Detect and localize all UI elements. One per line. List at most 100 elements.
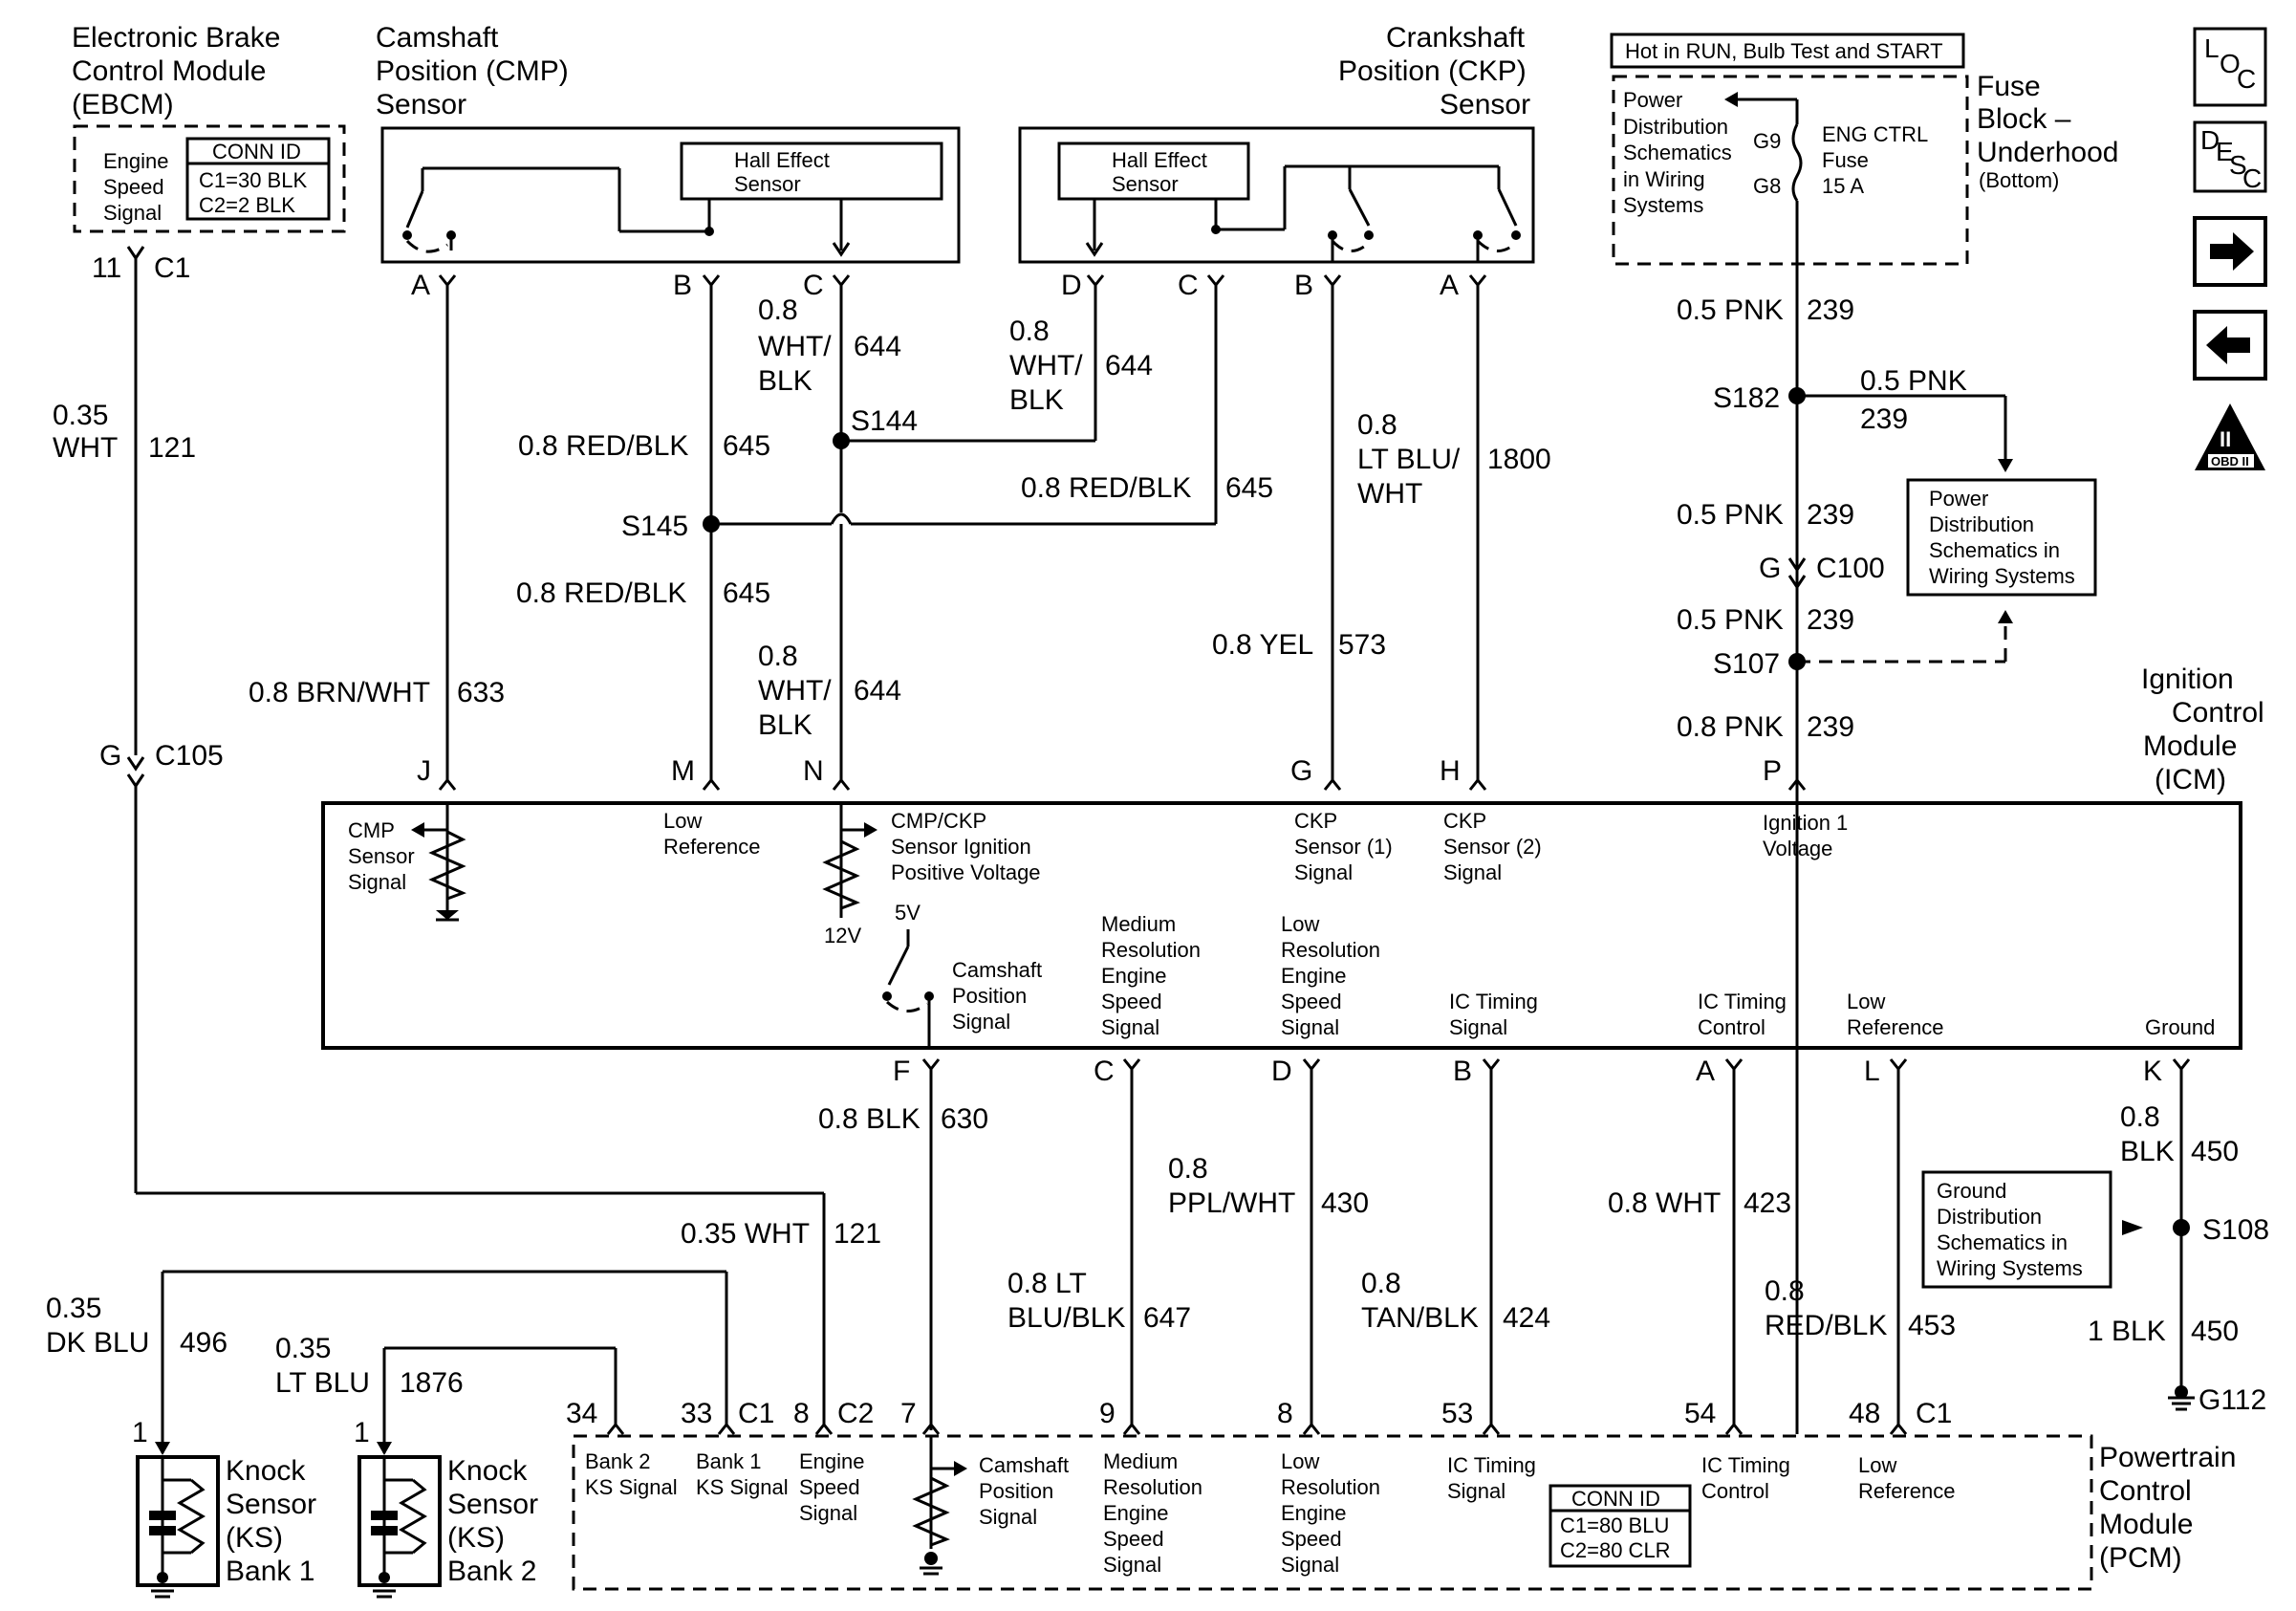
icm-label: CMP	[348, 818, 395, 842]
ground-dist-box: Ground Distribution Schematics in Wiring…	[1921, 1170, 2269, 1416]
cmp-hall-1: Hall Effect	[734, 148, 830, 172]
pcm-label: KS Signal	[696, 1475, 789, 1499]
pcm-label: Resolution	[1281, 1475, 1380, 1499]
icm-label: Low	[1281, 912, 1319, 936]
pcm-label: IC Timing	[1701, 1453, 1790, 1477]
wires-lower	[155, 1058, 2195, 1455]
pcm-module: Powertrain Control Module (PCM) CONN ID …	[572, 1434, 2236, 1591]
pin-label: C1	[154, 252, 190, 284]
wire-label: BLK	[758, 365, 812, 397]
splice-label: S144	[851, 405, 918, 437]
wire-label: 121	[834, 1218, 881, 1250]
pin-label: 33	[681, 1398, 712, 1429]
wire-label: 630	[941, 1103, 988, 1135]
pcm-label: Signal	[799, 1501, 857, 1525]
icm-label: Signal	[952, 1010, 1010, 1034]
pcm-labels: Bank 2 KS Signal Bank 1 KS Signal Engine…	[585, 1449, 1956, 1577]
wire-label: WHT/	[758, 675, 832, 707]
icm-label: CMP/CKP	[891, 809, 986, 833]
fuse-block-title-3: Underhood	[1977, 137, 2118, 168]
wire-label: 239	[1807, 604, 1854, 636]
fuse-block-title-1: Fuse	[1977, 71, 2041, 102]
power-dist-box-3: Schematics in	[1929, 538, 2060, 562]
icm-box	[321, 801, 2242, 1050]
wire-label: BLK	[1009, 384, 1064, 416]
icm-label: IC Timing	[1698, 990, 1787, 1013]
knock-sensor-2-box	[357, 1455, 442, 1587]
knock-sensor-bank2: Knock Sensor (KS) Bank 2	[357, 1455, 538, 1599]
next-arrow-icon[interactable]	[2193, 216, 2267, 287]
wire-label: TAN/BLK	[1361, 1302, 1479, 1334]
desc-icon-s: S	[2229, 150, 2247, 180]
pin-label: D	[1061, 270, 1082, 301]
pin-label: B	[673, 270, 692, 301]
ebcm-conn-id-row2: C2=2 BLK	[199, 193, 295, 217]
obd-ii-icon[interactable]: II OBD II	[2195, 403, 2265, 470]
icm-label: Resolution	[1281, 938, 1380, 962]
pcm-label: Signal	[1103, 1553, 1161, 1577]
splice-label: S182	[1713, 382, 1780, 414]
wire-label: 0.35	[275, 1333, 331, 1364]
ckp-hall-1: Hall Effect	[1112, 148, 1207, 172]
ground-dist-4: Wiring Systems	[1937, 1256, 2083, 1280]
icm-label: Signal	[1449, 1015, 1507, 1039]
pcm-label: Low	[1858, 1453, 1896, 1477]
wire-label: BLU/BLK	[1007, 1302, 1125, 1334]
knock-sensor-bank1: Knock Sensor (KS) Bank 1	[136, 1455, 316, 1599]
icm-label: Reference	[1847, 1015, 1944, 1039]
wire-label: 450	[2191, 1136, 2239, 1167]
ebcm-signal-1: Engine	[103, 149, 169, 173]
wire-label: 0.8 RED/BLK	[518, 430, 688, 462]
cmp-hall-box	[680, 142, 943, 201]
pcm-label: Bank 2	[585, 1449, 651, 1473]
hot-label: Hot in RUN, Bulb Test and START	[1625, 39, 1943, 63]
wire-label: 644	[854, 675, 901, 707]
ebcm: Electronic Brake Control Module (EBCM) E…	[72, 22, 346, 233]
icm-label: Medium	[1101, 912, 1176, 936]
desc-icon[interactable]	[2193, 120, 2267, 193]
ebcm-conn-id-title: CONN ID	[212, 140, 301, 163]
loc-icon[interactable]	[2193, 27, 2267, 107]
pcm-label: Engine	[799, 1449, 865, 1473]
wire-label: 0.8	[1009, 316, 1050, 347]
pin-label: J	[417, 755, 431, 787]
desc-icon-e: E	[2216, 137, 2234, 166]
pin-label: G	[99, 740, 121, 772]
pcm-label: Engine	[1103, 1501, 1169, 1525]
icm-label: Signal	[1294, 860, 1353, 884]
ground-label: G112	[2199, 1384, 2266, 1416]
power-dist-box-2: Distribution	[1929, 512, 2034, 536]
pin-label: 8	[793, 1398, 810, 1429]
pin-label: A	[411, 270, 430, 301]
wire-label: 496	[180, 1327, 227, 1359]
ckp-hall-2: Sensor	[1112, 172, 1179, 196]
power-dist-box-1: Power	[1929, 487, 1988, 511]
fuse-block-sub: (Bottom)	[1979, 168, 2059, 192]
icm-label: CKP	[1294, 809, 1337, 833]
pin-label: 11	[92, 252, 121, 284]
power-dist-3: Schematics	[1623, 141, 1732, 164]
power-dist-4: in Wiring	[1623, 167, 1705, 191]
cmp-title-1: Camshaft	[376, 22, 499, 54]
prev-arrow-icon[interactable]	[2193, 310, 2267, 381]
pcm-conn-id-row1: C1=80 BLU	[1560, 1513, 1669, 1537]
ground-dist-1: Ground	[1937, 1179, 2006, 1203]
pcm-conn-id-title: CONN ID	[1571, 1487, 1660, 1511]
splice-labels: S144 S145 S182 S107 G C100 G C105	[99, 382, 1885, 772]
pin-label: 48	[1849, 1398, 1880, 1429]
fuse-block: Hot in RUN, Bulb Test and START Fuse Blo…	[1610, 33, 2118, 1434]
knock2-label: Knock	[447, 1455, 528, 1487]
pin-label: A	[1696, 1056, 1715, 1087]
pin-label: B	[1453, 1056, 1472, 1087]
icm-label: Sensor	[348, 844, 415, 868]
wire-label: 644	[854, 331, 901, 362]
icm-label: Positive Voltage	[891, 860, 1041, 884]
wire-label: 0.8	[1357, 409, 1397, 441]
splice-label: S107	[1713, 648, 1780, 680]
ground-dist-rect	[1921, 1170, 2112, 1289]
knock1-label: (KS)	[226, 1522, 283, 1554]
ckp-title-3: Sensor	[1440, 89, 1530, 120]
wire-labels-lower: 0.8 BLK 630 0.8 PPL/WHT 430 0.8 WHT 423 …	[46, 1101, 2239, 1399]
icm-label: IC Timing	[1449, 990, 1538, 1013]
knock1-label: Sensor	[226, 1489, 316, 1520]
